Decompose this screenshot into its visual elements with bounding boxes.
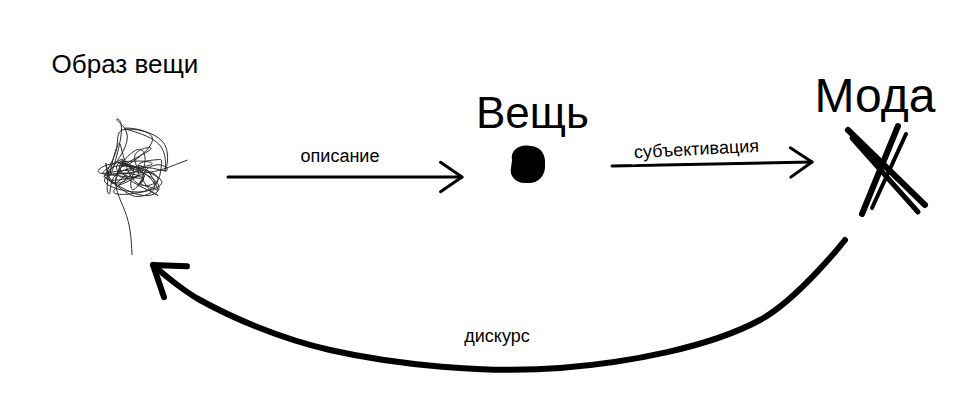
labelled-figure: Мода bbox=[800, 68, 950, 220]
thing-dot bbox=[511, 146, 545, 183]
scribble bbox=[98, 119, 187, 255]
connector-label: описание bbox=[298, 146, 383, 168]
figure-heading: Образ вещи bbox=[25, 50, 225, 80]
connector-line bbox=[228, 176, 462, 179]
connector-label: субъективация bbox=[631, 136, 763, 164]
figure-heading: Мода bbox=[800, 68, 950, 123]
arrow-head bbox=[153, 265, 187, 297]
connector-label: дискурс bbox=[461, 326, 532, 348]
figure-heading: Вещь bbox=[465, 88, 600, 139]
arrow-connector bbox=[153, 240, 845, 370]
crossed-mark bbox=[848, 126, 925, 214]
scribble-stroke bbox=[98, 119, 187, 255]
connector-line bbox=[153, 240, 845, 370]
arrow-head bbox=[790, 148, 812, 177]
labelled-figure: Образ вещи bbox=[25, 50, 225, 262]
arrow-head bbox=[441, 162, 462, 191]
labelled-figure: Вещь bbox=[465, 88, 600, 188]
